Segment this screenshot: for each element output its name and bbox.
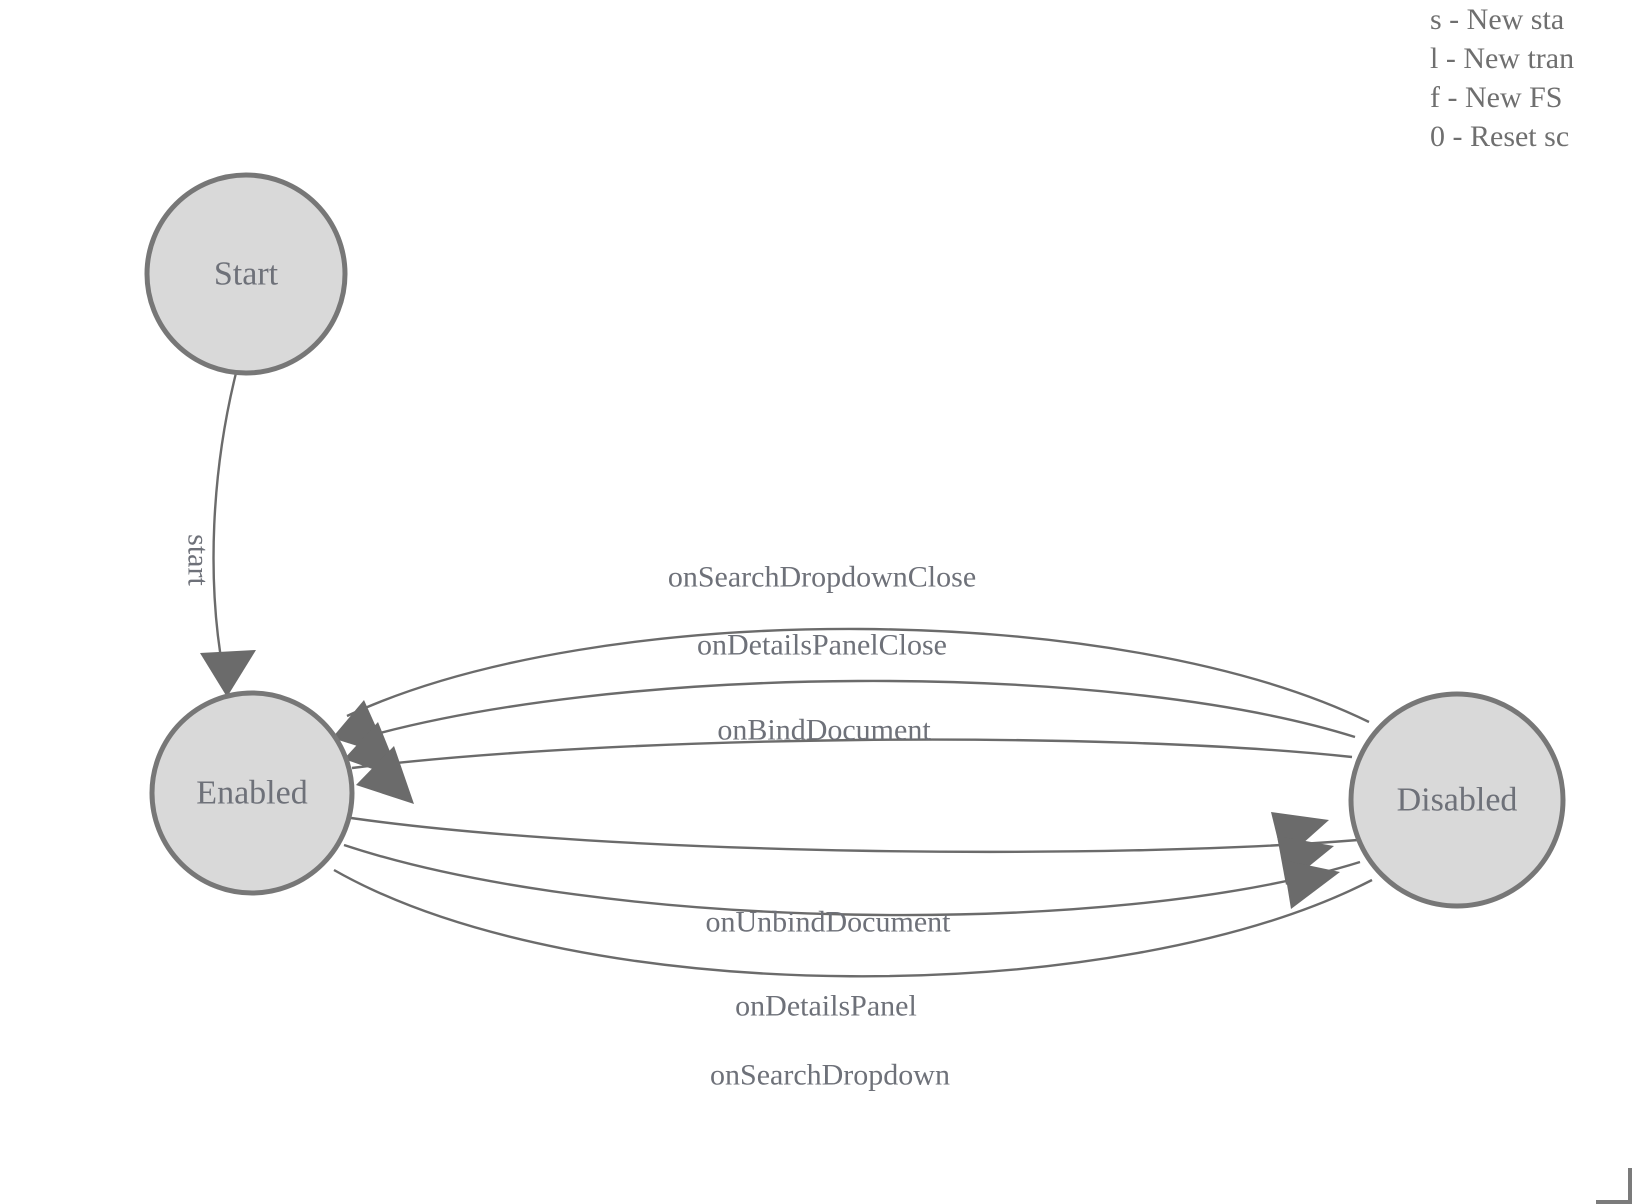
state-node-start[interactable]: Start bbox=[144, 172, 348, 376]
edge-disabled-to-enabled-onsearchdropdownclose[interactable] bbox=[346, 627, 1370, 724]
state-circle-start[interactable] bbox=[144, 172, 348, 376]
edge-label-ondetailspanelclose: onDetailsPanelClose bbox=[697, 629, 947, 662]
edge-enabled-to-disabled-onsearchdropdown[interactable] bbox=[333, 868, 1373, 978]
edge-label-onbinddocument: onBindDocument bbox=[717, 714, 931, 747]
edge-label-onsearchdropdownclose: onSearchDropdownClose bbox=[668, 561, 976, 594]
edge-disabled-to-enabled-onbinddocument[interactable] bbox=[351, 738, 1353, 770]
state-circle-enabled[interactable] bbox=[149, 690, 355, 896]
arrowhead-start-to-enabled bbox=[200, 650, 256, 697]
state-node-disabled[interactable]: Disabled bbox=[1348, 691, 1566, 909]
arrowhead-onbinddocument bbox=[356, 746, 414, 804]
state-node-enabled[interactable]: Enabled bbox=[149, 690, 355, 896]
edge-start-to-enabled[interactable] bbox=[212, 372, 238, 677]
edge-label-start: start bbox=[182, 534, 215, 586]
edge-labels-layer: start onSearchDropdownClose onDetailsPan… bbox=[182, 534, 977, 1091]
edge-disabled-to-enabled-ondetailspanelclose[interactable] bbox=[347, 679, 1356, 744]
edge-label-onsearchdropdown: onSearchDropdown bbox=[710, 1059, 950, 1092]
state-circle-disabled[interactable] bbox=[1348, 691, 1566, 909]
edge-enabled-to-disabled-ondetailspanel[interactable] bbox=[343, 843, 1361, 917]
edge-label-ondetailspanel: onDetailsPanel bbox=[735, 990, 917, 1023]
arrowheads-layer bbox=[200, 650, 1340, 909]
nodes-layer: Start Enabled Disabled bbox=[144, 172, 1566, 909]
state-label-start: Start bbox=[214, 256, 279, 293]
state-label-enabled: Enabled bbox=[196, 775, 307, 812]
edge-enabled-to-disabled-onunbinddocument[interactable] bbox=[350, 816, 1359, 854]
edges-layer bbox=[212, 372, 1373, 978]
edge-label-onunbinddocument: onUnbindDocument bbox=[706, 906, 952, 939]
arrowhead-onsearchdropdown bbox=[1283, 860, 1340, 909]
state-label-disabled: Disabled bbox=[1397, 782, 1518, 819]
canvas-resize-corner[interactable] bbox=[1596, 1168, 1632, 1204]
